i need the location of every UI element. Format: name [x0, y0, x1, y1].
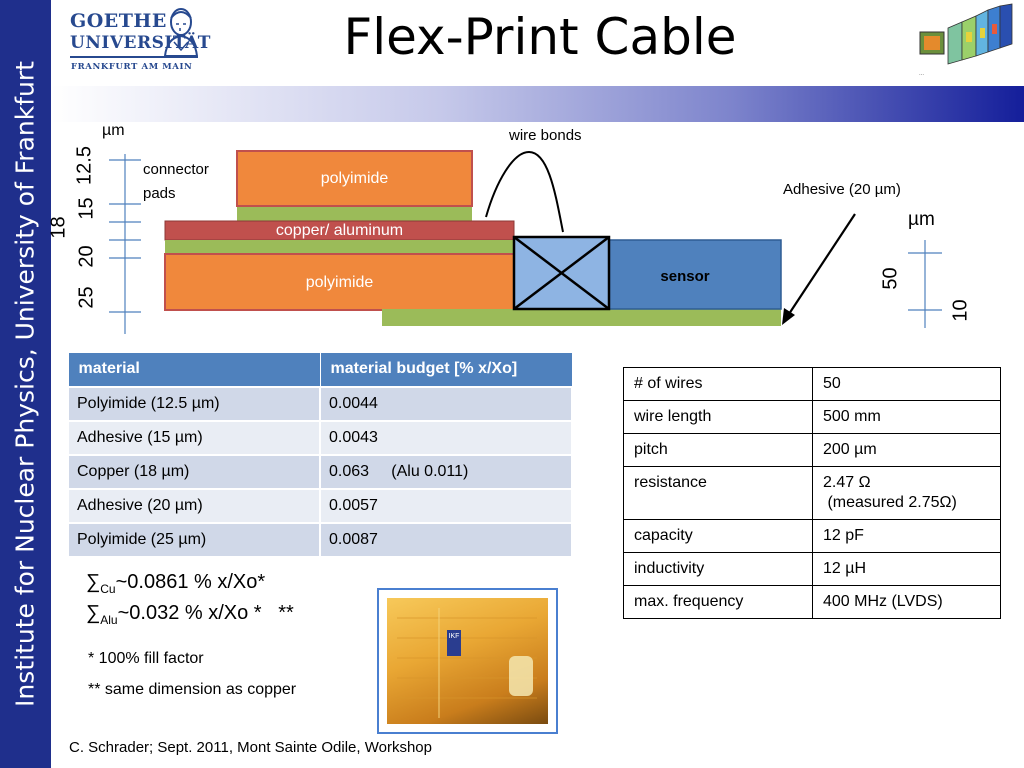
table-row: capacity 12 pF: [623, 519, 1001, 553]
sidebar-band: Institute for Nuclear Physics, Universit…: [0, 0, 51, 768]
thickness-15: 15: [75, 197, 98, 220]
copper-aluminum-label: copper/ aluminum: [275, 222, 404, 239]
sensor-label: sensor: [660, 268, 710, 285]
thickness-20: 20: [75, 245, 98, 268]
table-row: max. frequency 400 MHz (LVDS): [623, 585, 1001, 619]
table-row: pitch 200 µm: [623, 433, 1001, 467]
value-cell: 12 µH: [812, 552, 1001, 586]
resistance-measured: (measured 2.75Ω): [823, 494, 957, 511]
connector-pads-label-line1: connector: [143, 161, 209, 178]
sum-copper: ∑Cu~0.0861 % x/Xo*: [86, 571, 265, 596]
value-cell: 500 mm: [812, 400, 1001, 434]
goethe-portrait-icon: [163, 8, 199, 56]
logo-line-frankfurt: FRANKFURT AM MAIN: [71, 62, 193, 72]
table-header-row: material material budget [% x/Xo]: [67, 352, 573, 387]
budget-cell: 0.0043: [319, 419, 573, 456]
budget-cell: 0.063 (Alu 0.011): [319, 453, 573, 490]
table-row: Polyimide (12.5 µm) 0.0044: [67, 385, 573, 422]
connector-pads-label-line2: pads: [143, 185, 176, 202]
same-dimension-note: ** same dimension as copper: [88, 681, 297, 698]
table-row: # of wires 50: [623, 367, 1001, 401]
left-unit-label: µm: [102, 122, 125, 139]
property-cell: capacity: [623, 519, 813, 553]
sum-aluminum: ∑Alu~0.032 % x/Xo * **: [86, 602, 294, 627]
sum-subscript-alu: Alu: [100, 613, 118, 627]
property-cell: # of wires: [623, 367, 813, 401]
adhesive-arrow: [784, 213, 856, 321]
adhesive-strip-middle: [165, 240, 514, 254]
adhesive-base-strip: [382, 309, 781, 326]
sum-aluminum-value: ~0.032 % x/Xo * **: [117, 602, 294, 624]
thickness-10: 10: [949, 299, 972, 322]
thickness-12-5: 12.5: [73, 146, 96, 185]
adhesive-strip-top: [237, 206, 472, 221]
flex-cable-photo: IKF: [387, 598, 548, 724]
table-row: Adhesive (20 µm) 0.0057: [67, 487, 573, 524]
table-row: resistance 2.47 Ω (measured 2.75Ω): [623, 466, 1001, 520]
flex-cable-photo-frame: IKF: [377, 588, 558, 734]
material-cell: Polyimide (12.5 µm): [67, 385, 321, 422]
goethe-university-logo: GOETHE UNIVERSITÄT FRANKFURT AM MAIN: [68, 6, 210, 80]
value-cell: 400 MHz (LVDS): [812, 585, 1001, 619]
adhesive-arrowhead: [782, 308, 795, 325]
header-material: material: [67, 352, 321, 387]
detector-caption: ...: [919, 71, 925, 77]
header-gradient-band: [51, 86, 1024, 122]
logo-line-goethe: GOETHE: [70, 10, 167, 32]
thickness-50: 50: [879, 267, 902, 290]
sum-copper-value: ~0.0861 % x/Xo*: [115, 571, 266, 593]
detector-setup-icon: [919, 3, 1013, 65]
right-unit-label: µm: [908, 209, 935, 230]
adhesive-label: Adhesive (20 µm): [783, 181, 901, 198]
wire-properties-table: # of wires 50 wire length 500 mm pitch 2…: [623, 367, 1001, 619]
property-cell: inductivity: [623, 552, 813, 586]
material-cell: Adhesive (15 µm): [67, 419, 321, 456]
flex-cable-traces: [397, 608, 537, 718]
table-row: Adhesive (15 µm) 0.0043: [67, 419, 573, 456]
material-budget-table: material material budget [% x/Xo] Polyim…: [67, 352, 573, 558]
sum-symbol: ∑: [86, 571, 101, 593]
property-cell: max. frequency: [623, 585, 813, 619]
table-row: Polyimide (25 µm) 0.0087: [67, 521, 573, 558]
right-thickness-scale: [908, 240, 942, 328]
budget-cell: 0.0087: [319, 521, 573, 558]
polyimide-bottom-layer: [164, 253, 515, 311]
fill-factor-note: * 100% fill factor: [88, 650, 204, 667]
sum-symbol: ∑: [86, 602, 101, 624]
table-row: wire length 500 mm: [623, 400, 1001, 434]
left-thickness-scale: [109, 154, 141, 334]
material-cell: Copper (18 µm): [67, 453, 321, 490]
slide-title: Flex-Print Cable: [343, 8, 737, 66]
footer-credit: C. Schrader; Sept. 2011, Mont Sainte Odi…: [69, 739, 432, 756]
value-cell: 12 pF: [812, 519, 1001, 553]
budget-cell: 0.0044: [319, 385, 573, 422]
polyimide-top-label: polyimide: [320, 170, 389, 187]
property-cell: pitch: [623, 433, 813, 467]
polyimide-bottom-label: polyimide: [305, 274, 374, 291]
institute-name: Institute for Nuclear Physics, Universit…: [10, 61, 40, 707]
budget-cell: 0.0057: [319, 487, 573, 524]
cross-section-svg: [109, 150, 942, 334]
table-row: Copper (18 µm) 0.063 (Alu 0.011): [67, 453, 573, 490]
thickness-18: 18: [47, 216, 70, 239]
photo-tag-label: IKF: [447, 630, 461, 656]
property-cell: resistance: [623, 466, 813, 520]
table-row: inductivity 12 µH: [623, 552, 1001, 586]
wire-bond-arc: [485, 150, 564, 233]
logo-rule: [70, 56, 198, 58]
material-cell: Polyimide (25 µm): [67, 521, 321, 558]
sum-subscript-cu: Cu: [100, 582, 116, 596]
chip-cross-2: [513, 236, 610, 310]
wire-bonds-label: wire bonds: [509, 127, 582, 144]
header-material-budget: material budget [% x/Xo]: [319, 352, 573, 387]
value-cell: 50: [812, 367, 1001, 401]
property-cell: wire length: [623, 400, 813, 434]
polyimide-top-layer: [236, 150, 473, 207]
value-cell: 200 µm: [812, 433, 1001, 467]
resistance-value: 2.47 Ω: [823, 474, 871, 491]
thickness-25: 25: [75, 286, 98, 309]
material-cell: Adhesive (20 µm): [67, 487, 321, 524]
value-cell: 2.47 Ω (measured 2.75Ω): [812, 466, 1001, 520]
